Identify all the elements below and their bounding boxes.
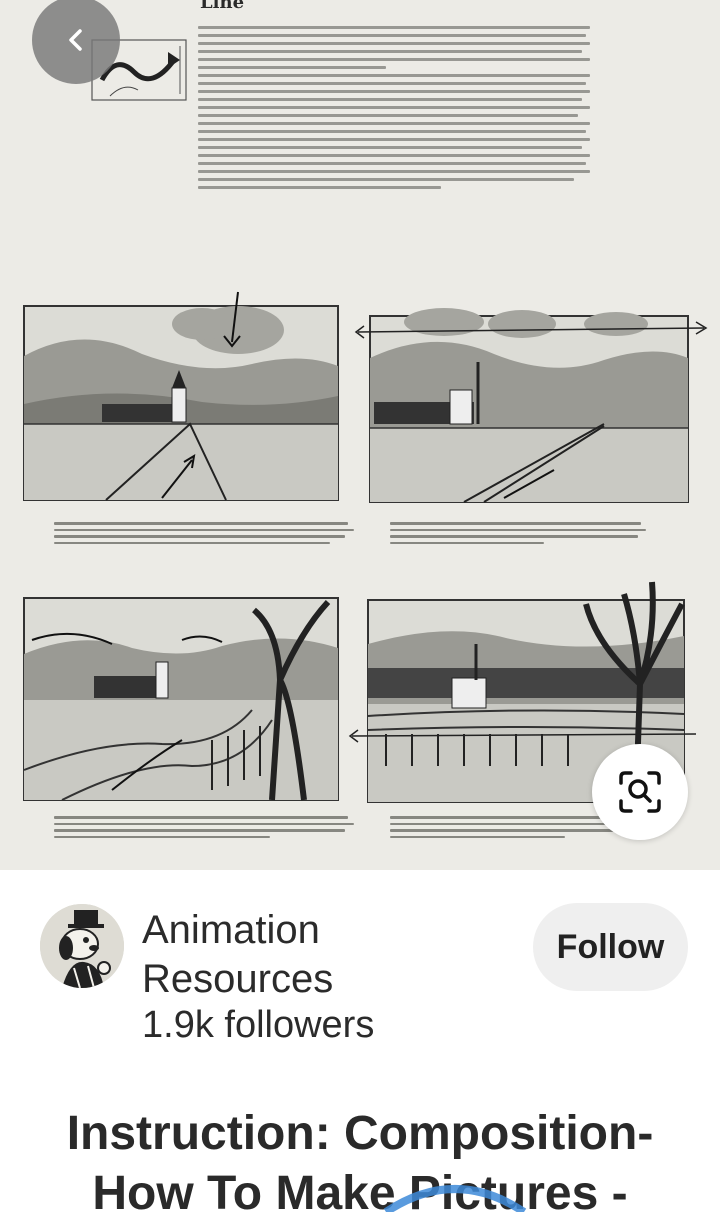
creator-name[interactable]: Animation Resources — [142, 908, 334, 1001]
chevron-left-icon — [69, 29, 82, 51]
back-button[interactable] — [32, 0, 120, 84]
follower-count: 1.9k followers — [142, 1004, 375, 1046]
page-heading: Line — [200, 0, 245, 13]
loading-arc — [383, 1185, 527, 1212]
small-line-diagram — [91, 39, 187, 101]
creator-avatar[interactable] — [40, 904, 124, 988]
caption-panel-3 — [54, 816, 354, 842]
visual-search-icon — [619, 771, 661, 813]
pin-image[interactable]: Line — [0, 0, 720, 870]
illustration-panel-1 — [22, 284, 340, 514]
illustration-panel-4 — [346, 574, 710, 806]
visual-search-button[interactable] — [592, 744, 688, 840]
caption-panel-2 — [390, 522, 646, 548]
illustration-panel-3 — [22, 590, 340, 806]
illustration-panel-2 — [354, 298, 710, 514]
creator-row: Animation Resources 1.9k followers Follo… — [0, 870, 720, 1070]
caption-panel-1 — [54, 522, 354, 548]
follow-button[interactable]: Follow — [533, 903, 688, 991]
caption-panel-4 — [390, 816, 640, 842]
pin-title: Instruction: Composition- How To Make Pi… — [66, 1107, 654, 1220]
body-text-block — [198, 26, 590, 194]
